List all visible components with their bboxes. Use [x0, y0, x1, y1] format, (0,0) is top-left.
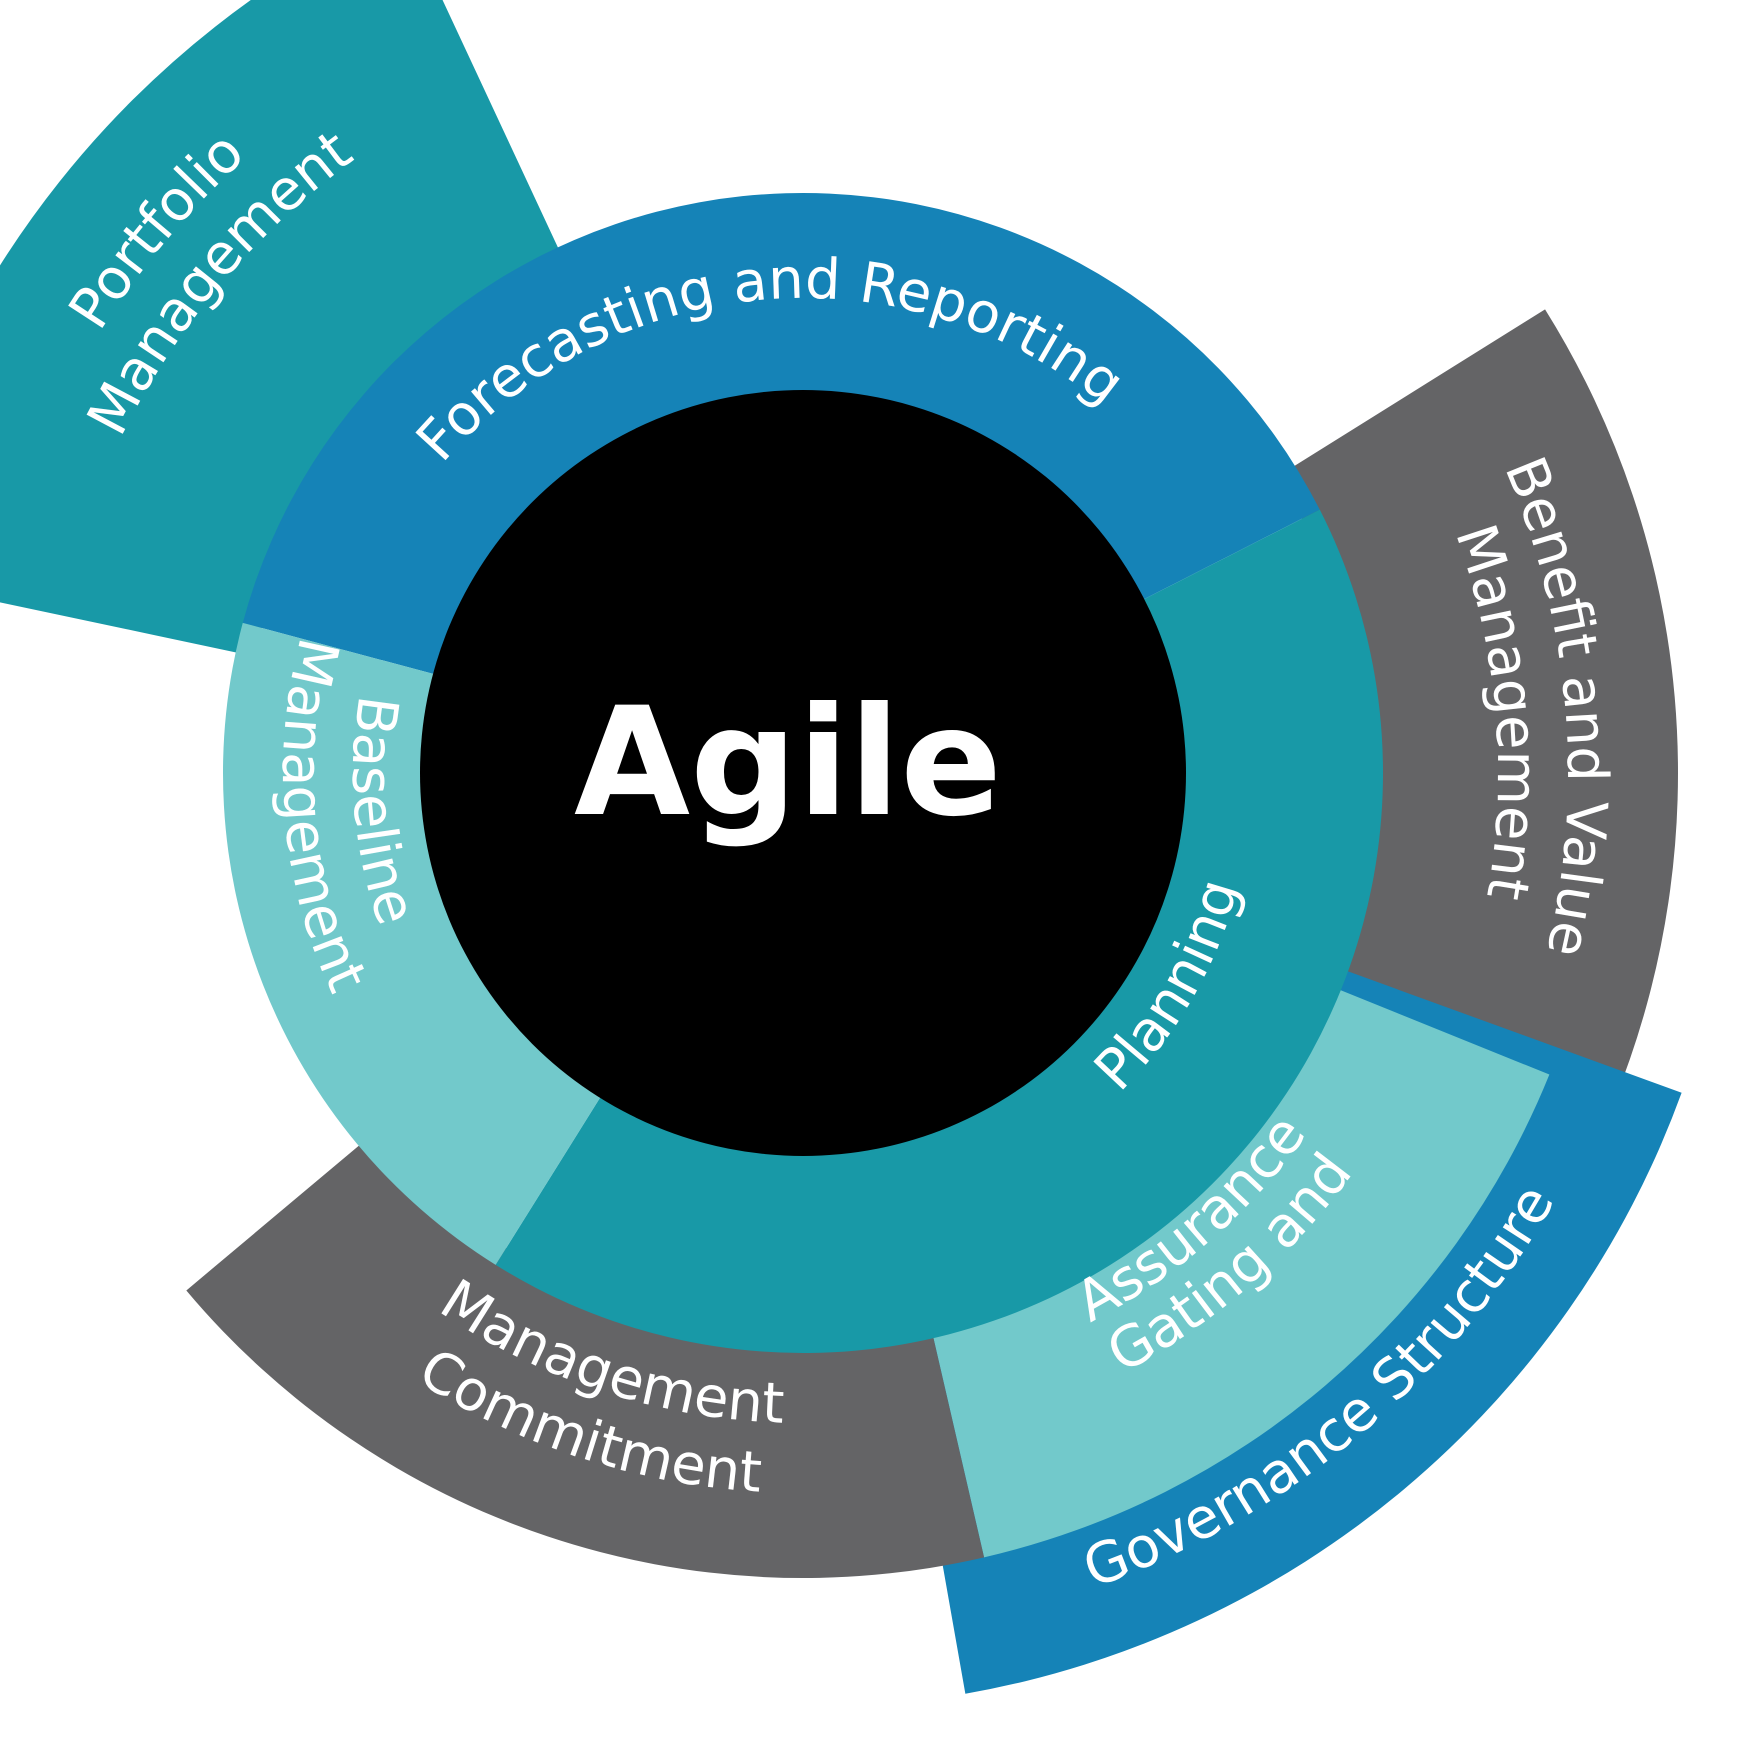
commitment-management-segment	[186, 1132, 985, 1578]
forecasting-reporting-segment	[242, 193, 1320, 676]
baseline-management-segment	[223, 622, 603, 1265]
agile-label: Agile	[574, 676, 1002, 850]
portfolio-management-segment	[0, 0, 567, 657]
agile-center-circle	[420, 390, 1186, 1156]
benefit-value-management-segment	[1277, 309, 1678, 1101]
gating-assurance-segment	[928, 982, 1550, 1558]
